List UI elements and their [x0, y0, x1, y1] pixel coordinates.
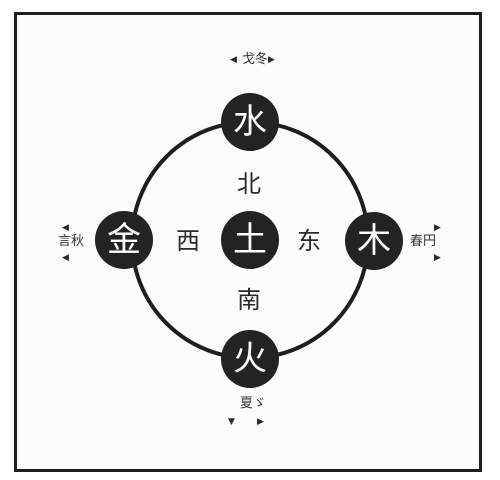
top-right-triangle-icon: ▶ [268, 55, 275, 65]
right-top-triangle-icon: ▶ [434, 223, 441, 233]
bottom-right-triangle-icon: ▶ [257, 417, 264, 427]
season-top: 戈冬 [242, 52, 269, 67]
top-left-triangle-icon: ◀ [230, 55, 237, 65]
season-bottom: 夏ゞ [240, 396, 267, 411]
left-bottom-triangle-icon: ◀ [62, 253, 69, 263]
metal-node: 金 [95, 211, 153, 269]
direction-north: 北 [237, 170, 261, 198]
bottom-left-triangle-icon: ▼ [228, 417, 235, 427]
right-bottom-triangle-icon: ▶ [434, 253, 441, 263]
wood-node: 木 [345, 212, 403, 270]
water-node: 水 [221, 93, 279, 151]
fire-node: 火 [221, 330, 279, 388]
direction-south: 南 [237, 286, 261, 314]
direction-west: 西 [176, 227, 200, 255]
season-right: 春円 [410, 234, 437, 249]
direction-east: 东 [297, 227, 321, 255]
season-left: 言秋 [58, 234, 85, 249]
left-top-triangle-icon: ◀ [62, 223, 69, 233]
earth-node: 土 [221, 211, 279, 269]
